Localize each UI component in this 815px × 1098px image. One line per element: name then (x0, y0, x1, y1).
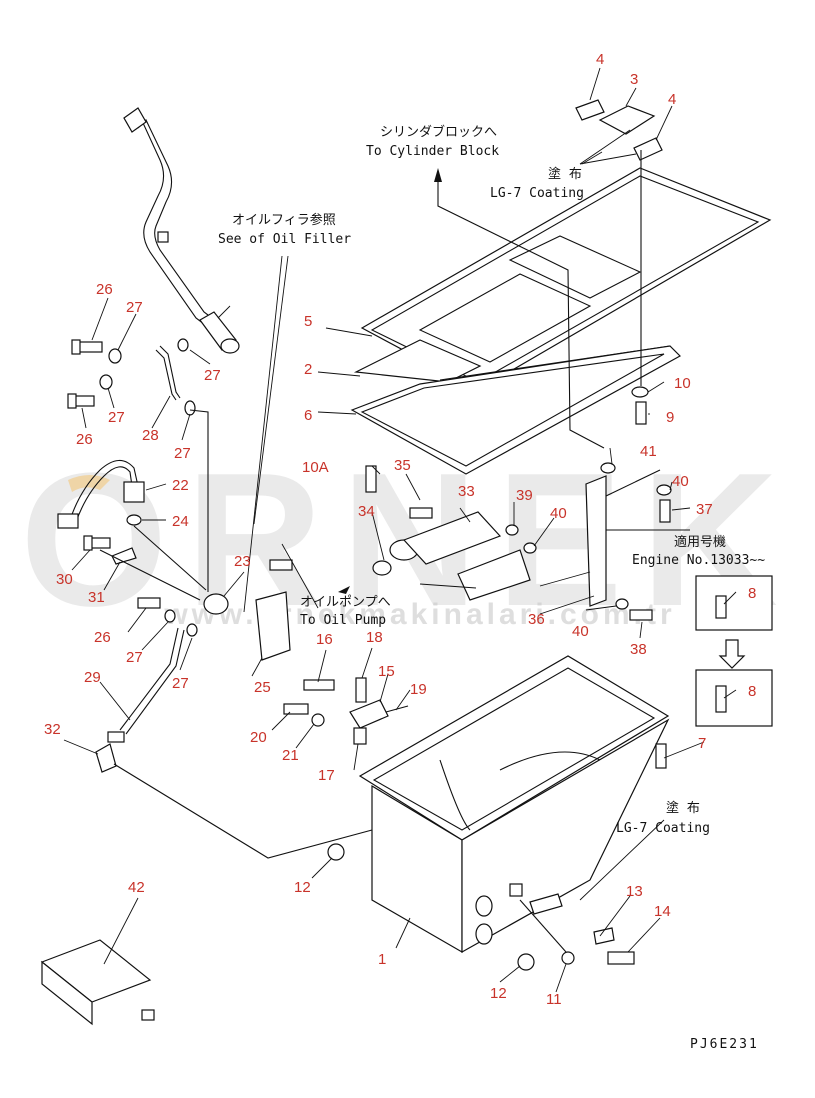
callout-37: 37 (696, 501, 713, 518)
strainer-33 (365, 465, 531, 601)
coating-label-top-en: LG-7 Coating (490, 186, 584, 201)
blocks-3-4 (575, 99, 663, 161)
callout-36: 36 (528, 611, 545, 628)
callout-18: 18 (366, 629, 383, 646)
callout-27: 27 (174, 445, 191, 462)
callout-41: 41 (640, 443, 657, 460)
callout-30: 30 (56, 571, 73, 588)
callout-27: 27 (172, 675, 189, 692)
watermark-url: www.ornekmakinalari.com.tr (163, 598, 675, 631)
callout-29: 29 (84, 669, 101, 686)
callout-8: 8 (748, 683, 756, 700)
coating-label-bottom-jp: 塗 布 (666, 800, 700, 816)
coating-label-top-jp: 塗 布 (548, 166, 582, 182)
callout-27: 27 (126, 649, 143, 666)
annotations: シリンダブロックへ To Cylinder Block 塗 布 LG-7 Coa… (218, 124, 765, 1052)
oil-filler-label-en: See of Oil Filler (218, 232, 351, 247)
oil-pan-1 (327, 655, 670, 954)
callout-2: 2 (304, 361, 312, 378)
callout-3: 3 (630, 71, 638, 88)
callout-38: 38 (630, 641, 647, 658)
oil-filler-pipe (123, 107, 240, 354)
callout-10: 10 (674, 375, 691, 392)
callout-12: 12 (490, 985, 507, 1002)
callout-7: 7 (698, 735, 706, 752)
callout-19: 19 (410, 681, 427, 698)
engine-variant-boxes (695, 575, 773, 727)
callout-26: 26 (76, 431, 93, 448)
bolt-group-mid-left (137, 597, 198, 637)
sensor-assembly (57, 459, 145, 529)
callout-40: 40 (572, 623, 589, 640)
callout-40: 40 (550, 505, 567, 522)
stay-36 (505, 469, 672, 621)
callout-4: 4 (596, 51, 604, 68)
engine-label-jp: 適用号機 (674, 534, 726, 550)
bolt-group-upper-left (67, 338, 196, 416)
arrow-to-cylinder-block (434, 168, 605, 449)
bolt-9-washer-10 (600, 150, 649, 474)
callout-34: 34 (358, 503, 375, 520)
callout-40: 40 (672, 473, 689, 490)
bracket-25 (255, 559, 293, 661)
callout-21: 21 (282, 747, 299, 764)
gasket-6 (350, 345, 681, 475)
oil-filler-label-jp: オイルフィラ参照 (232, 212, 336, 228)
callout-8: 8 (748, 585, 756, 602)
callout-35: 35 (394, 457, 411, 474)
callout-4: 4 (668, 91, 676, 108)
callout-23: 23 (234, 553, 251, 570)
callout-13: 13 (626, 883, 643, 900)
callout-10a: 10A (302, 459, 329, 476)
callout-39: 39 (516, 487, 533, 504)
callout-14: 14 (654, 903, 671, 920)
watermark: ORNEK www.ornekmakinalari.com.tr (20, 434, 778, 646)
callout-5: 5 (304, 313, 312, 330)
callout-11: 11 (546, 991, 562, 1008)
callout-27: 27 (108, 409, 125, 426)
callout-17: 17 (318, 767, 335, 784)
drain-parts (517, 899, 635, 971)
callout-15: 15 (378, 663, 395, 680)
callout-22: 22 (172, 477, 189, 494)
callout-28: 28 (142, 427, 159, 444)
to-cylinder-label-jp: シリンダブロックへ (380, 124, 497, 140)
callout-9: 9 (666, 409, 674, 426)
oil-pump-fittings (283, 677, 409, 745)
leader-lines (63, 67, 737, 993)
oil-pump-arrow (338, 586, 350, 594)
tee-fitting (133, 409, 229, 615)
callout-16: 16 (316, 631, 333, 648)
drawing-code: PJ6E231 (690, 1037, 759, 1052)
engine-label-en: Engine No.13033~~ (632, 553, 765, 568)
coating-label-bottom-en: LG-7 Coating (616, 821, 710, 836)
callout-27: 27 (126, 299, 143, 316)
callout-26: 26 (94, 629, 111, 646)
callout-24: 24 (172, 513, 189, 530)
callout-42: 42 (128, 879, 145, 896)
callout-31: 31 (88, 589, 105, 606)
oil-pump-label-en: To Oil Pump (300, 613, 386, 628)
oil-pump-label-jp: オイルポンプへ (300, 595, 391, 610)
to-cylinder-label-en: To Cylinder Block (366, 144, 499, 159)
bolt-clip-group (83, 535, 201, 601)
callout-32: 32 (44, 721, 61, 738)
return-line (113, 763, 373, 859)
tool-42 (40, 939, 155, 1026)
callout-6: 6 (304, 407, 312, 424)
callout-12: 12 (294, 879, 311, 896)
pipe-29 (95, 627, 185, 773)
callout-27: 27 (204, 367, 221, 384)
callout-33: 33 (458, 483, 475, 500)
callout-1: 1 (378, 951, 386, 968)
callout-26: 26 (96, 281, 113, 298)
callout-25: 25 (254, 679, 271, 696)
callout-20: 20 (250, 729, 267, 746)
callouts: 4 3 4 5 2 6 10 9 41 10A 35 33 39 40 37 3… (44, 51, 756, 1008)
